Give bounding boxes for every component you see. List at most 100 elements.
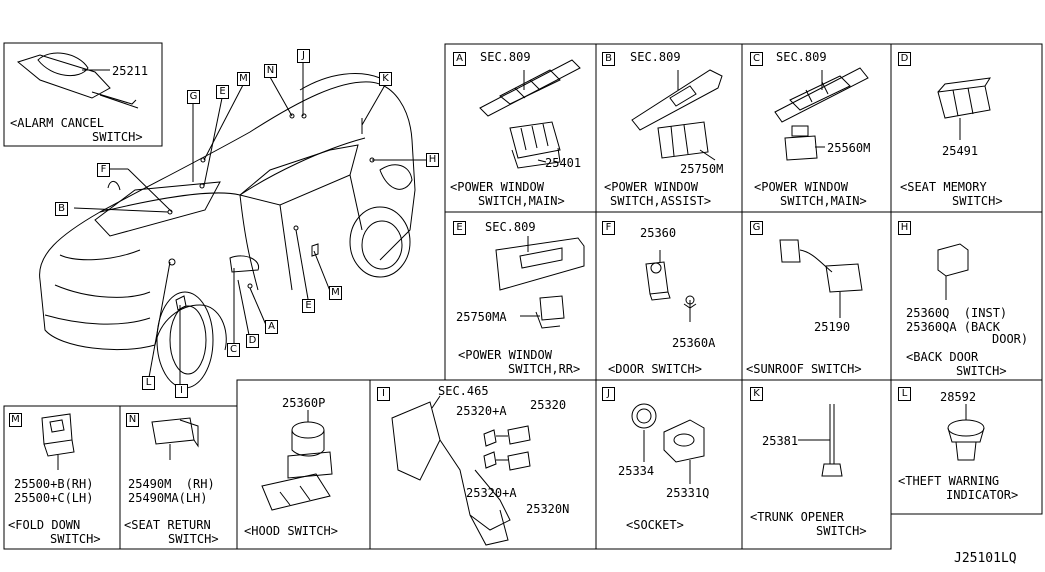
drawing-code: J25101LQ bbox=[954, 551, 1017, 566]
hood-caption: <HOOD SWITCH> bbox=[244, 524, 338, 538]
panel-n-part-rh: 25490M (RH) bbox=[128, 477, 215, 491]
panel-i-part-25320a-top: 25320+A bbox=[456, 404, 507, 418]
theft-indicator-drawing bbox=[947, 404, 985, 461]
panel-n-letter: N bbox=[126, 413, 139, 427]
panel-d-letter: D bbox=[898, 52, 911, 66]
panel-m-caption2: SWITCH> bbox=[50, 532, 101, 546]
panel-n-caption1: <SEAT RETURN bbox=[124, 518, 211, 532]
panel-e-part: 25750MA bbox=[456, 310, 507, 324]
panel-e-caption1: <POWER WINDOW bbox=[458, 348, 552, 362]
panel-l-letter: L bbox=[898, 387, 911, 401]
callout-n: N bbox=[264, 64, 277, 78]
panel-f-part-25360: 25360 bbox=[640, 226, 677, 240]
hood-switch-drawing bbox=[261, 410, 333, 511]
panel-n-caption2: SWITCH> bbox=[168, 532, 219, 546]
panel-a-caption1: <POWER WINDOW bbox=[450, 180, 544, 194]
panel-a-part: 25401 bbox=[545, 156, 582, 170]
panel-h-part-25360qa: 25360QA (BACK bbox=[906, 320, 1000, 334]
panel-i-part-25320a-bottom: 25320+A bbox=[466, 486, 517, 500]
panel-j-letter: J bbox=[602, 387, 615, 401]
callout-a: A bbox=[265, 320, 278, 334]
panel-a-sec: SEC.809 bbox=[480, 50, 531, 64]
panel-h-part-25360q: 25360Q (INST) bbox=[906, 306, 1008, 320]
panel-i-part-25320n: 25320N bbox=[526, 502, 570, 516]
panel-h-drawing bbox=[937, 243, 969, 300]
panel-k-caption2: SWITCH> bbox=[816, 524, 867, 538]
panel-c-sec: SEC.809 bbox=[776, 50, 827, 64]
panel-f-letter: F bbox=[602, 221, 615, 235]
panel-c-drawing bbox=[774, 67, 869, 161]
panel-j-part-25334: 25334 bbox=[618, 464, 655, 478]
callout-j: J bbox=[297, 49, 310, 63]
callout-l: L bbox=[142, 376, 155, 390]
panel-g-caption: <SUNROOF SWITCH> bbox=[746, 362, 862, 376]
panel-h-part-door: DOOR) bbox=[992, 332, 1029, 346]
panel-a-letter: A bbox=[453, 52, 466, 66]
panel-f-drawing bbox=[645, 250, 697, 322]
socket-drawing bbox=[631, 403, 705, 484]
callout-m-bottom: M bbox=[329, 286, 342, 300]
callout-f: F bbox=[97, 163, 110, 177]
panel-b-letter: B bbox=[602, 52, 615, 66]
panel-h-letter: H bbox=[898, 221, 911, 235]
panel-k-part: 25381 bbox=[762, 434, 799, 448]
panel-e-caption2: SWITCH,RR> bbox=[508, 362, 581, 376]
panel-i-part-25320: 25320 bbox=[530, 398, 567, 412]
callout-m-top: M bbox=[237, 72, 250, 86]
panel-g-drawing bbox=[779, 239, 863, 318]
pedal-switch-drawing bbox=[391, 395, 531, 546]
panel-e-drawing bbox=[495, 236, 585, 329]
panel-b-part: 25750M bbox=[680, 162, 724, 176]
alarm-caption-line2: SWITCH> bbox=[92, 130, 143, 144]
panel-m-drawing bbox=[41, 413, 75, 470]
panel-d-drawing bbox=[937, 77, 991, 140]
callout-d: D bbox=[246, 334, 259, 348]
panel-b-caption2: SWITCH,ASSIST> bbox=[610, 194, 712, 208]
callout-b: B bbox=[55, 202, 68, 216]
callout-e-bottom: E bbox=[302, 299, 315, 313]
panel-g-letter: G bbox=[750, 221, 763, 235]
panel-g-part: 25190 bbox=[814, 320, 851, 334]
panel-c-letter: C bbox=[750, 52, 763, 66]
panel-d-caption1: <SEAT MEMORY bbox=[900, 180, 987, 194]
panel-m-caption1: <FOLD DOWN bbox=[8, 518, 81, 532]
trunk-opener-drawing bbox=[798, 404, 843, 477]
panel-b-sec: SEC.809 bbox=[630, 50, 681, 64]
panel-m-part-lh: 25500+C(LH) bbox=[14, 491, 94, 505]
callout-g: G bbox=[187, 90, 200, 104]
panel-j-part-25331q: 25331Q bbox=[666, 486, 710, 500]
panel-d-caption2: SWITCH> bbox=[952, 194, 1003, 208]
panel-l-caption2: INDICATOR> bbox=[946, 488, 1019, 502]
panel-f-part-25360a: 25360A bbox=[672, 336, 716, 350]
alarm-caption-line1: <ALARM CANCEL bbox=[10, 116, 104, 130]
panel-e-sec: SEC.809 bbox=[485, 220, 536, 234]
part-number-25211: 25211 bbox=[112, 64, 149, 78]
panel-k-caption1: <TRUNK OPENER bbox=[750, 510, 844, 524]
panel-k-letter: K bbox=[750, 387, 763, 401]
vehicle-drawing bbox=[39, 73, 416, 389]
panel-c-part: 25560M bbox=[827, 141, 871, 155]
panel-d-part: 25491 bbox=[942, 144, 979, 158]
callout-h: H bbox=[426, 153, 439, 167]
panel-l-caption1: <THEFT WARNING bbox=[898, 474, 1000, 488]
panel-i-letter: I bbox=[377, 387, 390, 401]
callout-c: C bbox=[227, 343, 240, 357]
callout-leaders bbox=[73, 62, 426, 384]
callout-e-top: E bbox=[216, 85, 229, 99]
panel-l-part: 28592 bbox=[940, 390, 977, 404]
hood-part: 25360P bbox=[282, 396, 326, 410]
panel-n-drawing bbox=[151, 417, 199, 460]
panel-f-caption: <DOOR SWITCH> bbox=[608, 362, 702, 376]
panel-n-part-lh: 25490MA(LH) bbox=[128, 491, 208, 505]
panel-m-letter: M bbox=[9, 413, 22, 427]
panel-h-caption2: SWITCH> bbox=[956, 364, 1007, 378]
panel-j-caption: <SOCKET> bbox=[626, 518, 684, 532]
panel-e-letter: E bbox=[453, 221, 466, 235]
panel-m-part-rh: 25500+B(RH) bbox=[14, 477, 94, 491]
panel-i-sec: SEC.465 bbox=[438, 384, 489, 398]
panel-h-caption1: <BACK DOOR bbox=[906, 350, 979, 364]
panel-b-drawing bbox=[631, 69, 723, 161]
panel-a-caption2: SWITCH,MAIN> bbox=[478, 194, 565, 208]
